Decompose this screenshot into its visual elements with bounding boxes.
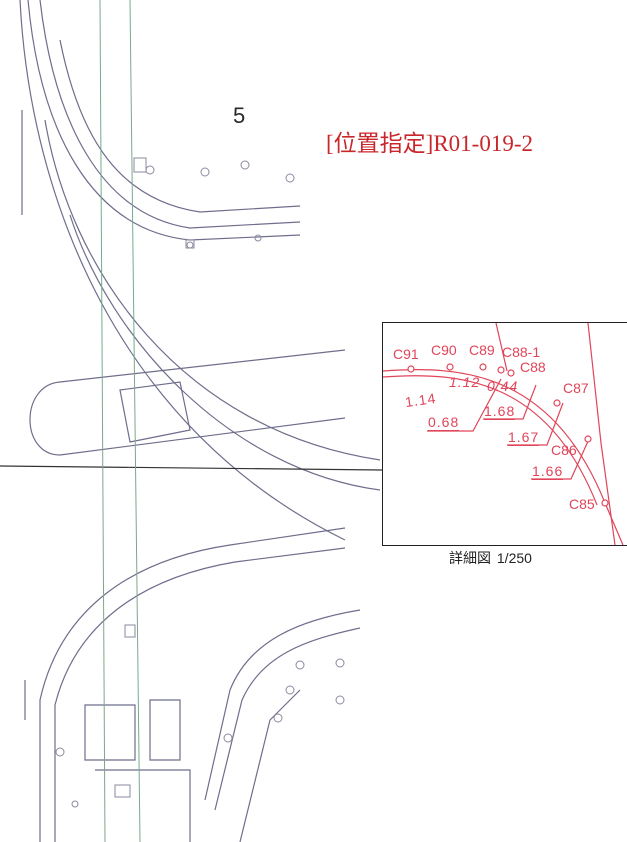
detail-title: 詳細図 xyxy=(449,550,491,566)
detail-inset: C91 C90 C89 C88-1 C88 C87 C86 C85 1.14 1… xyxy=(382,322,627,546)
map-symbols xyxy=(55,157,345,808)
sheet-number: 5 xyxy=(233,103,246,128)
distance-label: 1.66 xyxy=(532,463,564,480)
distance-label: 0.44 xyxy=(487,378,519,394)
point-label: C89 xyxy=(469,342,495,358)
distance-label: 0.68 xyxy=(428,414,460,431)
point-label: C85 xyxy=(569,496,595,512)
point-label: C88 xyxy=(520,359,546,375)
detail-linework xyxy=(383,323,624,545)
distance-label: 1.12 xyxy=(449,374,481,390)
detail-caption: 詳細図 1/250 xyxy=(447,548,532,568)
distance-label: 1.67 xyxy=(508,429,540,446)
distance-label: 1.68 xyxy=(484,403,516,420)
point-label: C91 xyxy=(393,346,419,362)
detail-scale: 1/250 xyxy=(496,550,532,566)
designation-label: [位置指定]R01-019-2 xyxy=(326,131,533,156)
road-linework xyxy=(0,0,383,842)
route-lines xyxy=(99,0,141,842)
point-label: C90 xyxy=(431,342,457,358)
distance-label: 1.14 xyxy=(404,389,438,411)
point-label: C87 xyxy=(563,380,589,396)
point-label: C86 xyxy=(551,442,577,458)
point-label: C88-1 xyxy=(502,344,541,360)
